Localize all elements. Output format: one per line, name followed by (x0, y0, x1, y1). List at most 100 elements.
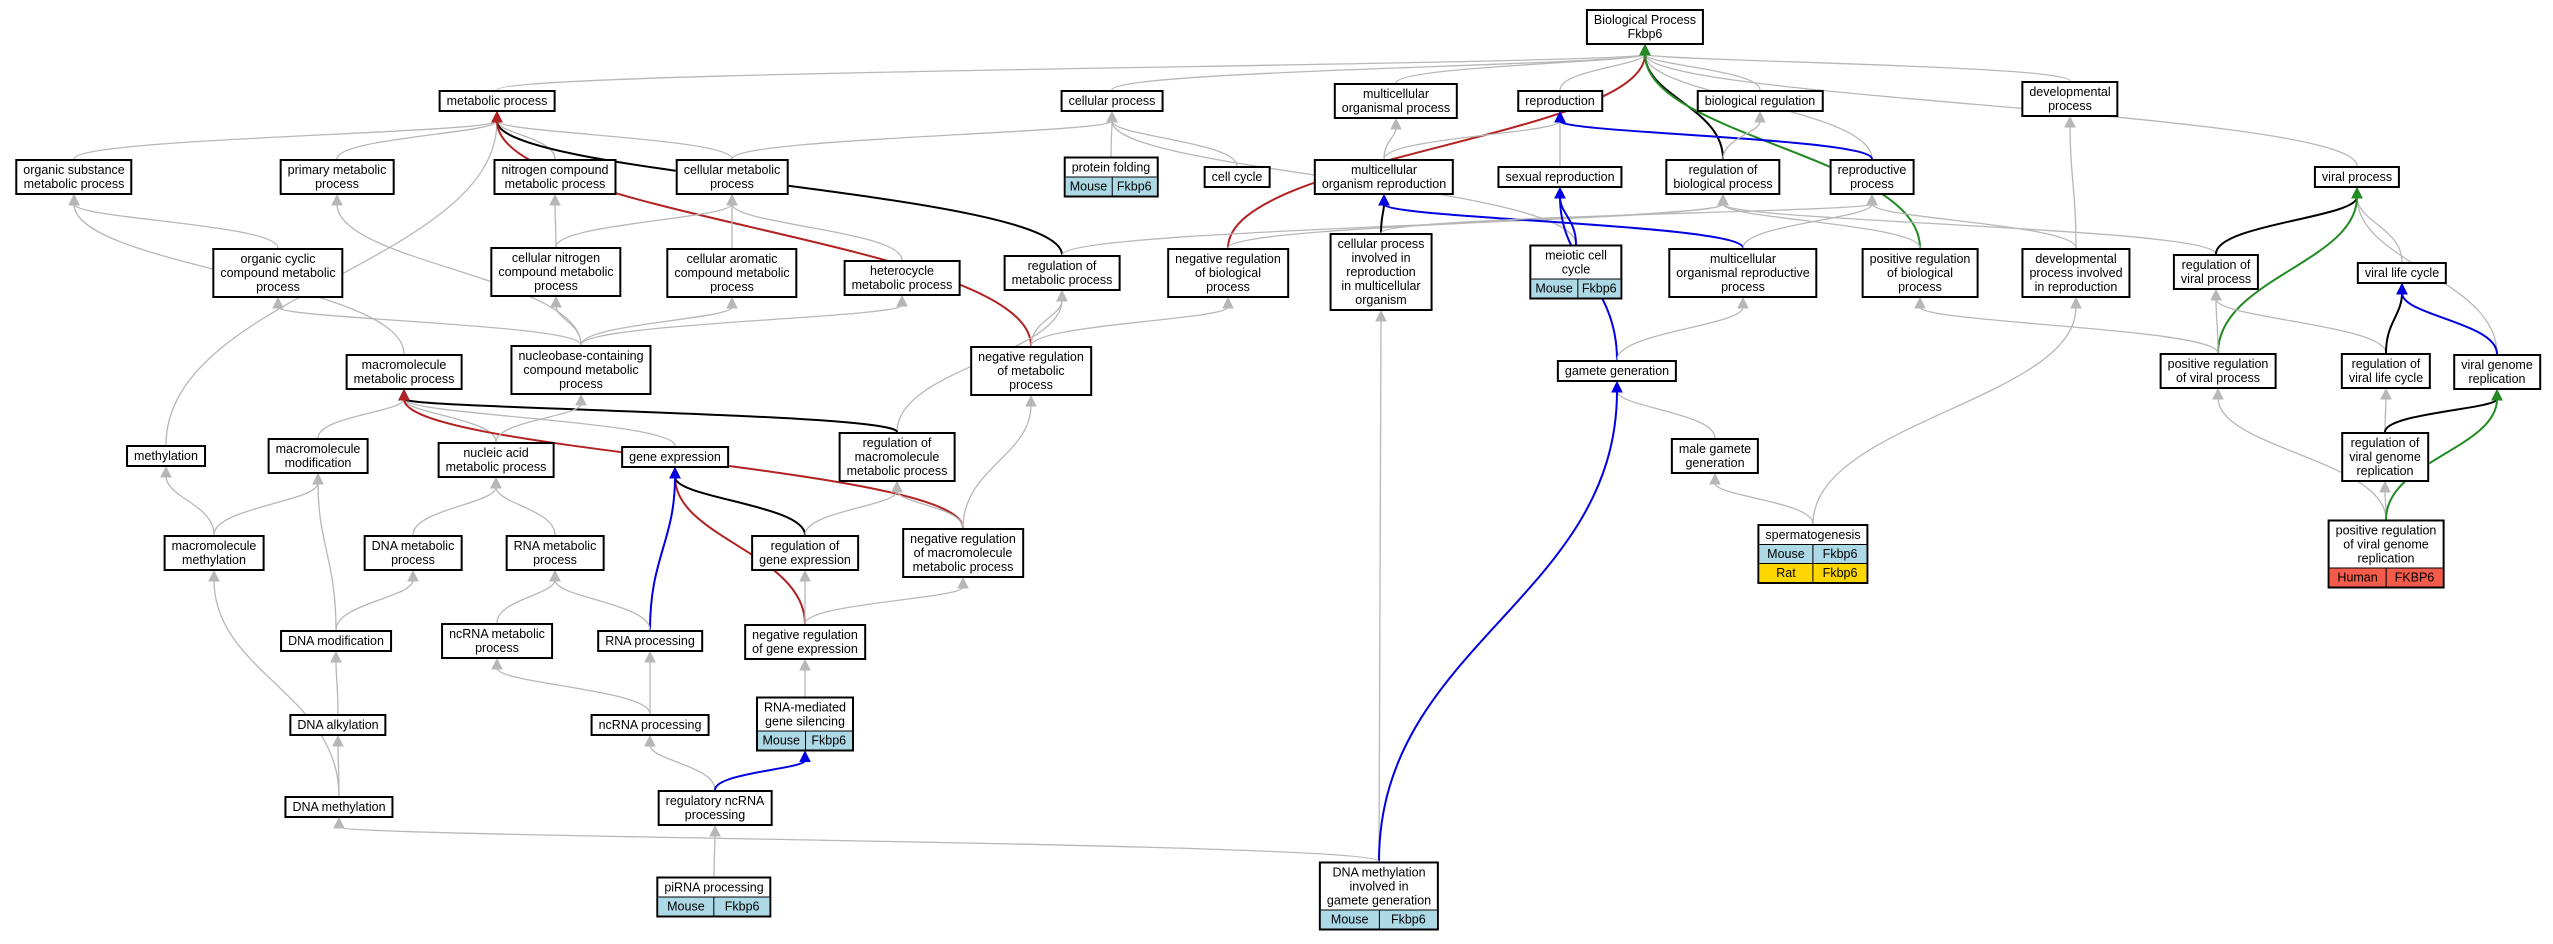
edge-nccmp-cncmp (555, 305, 582, 346)
arrowhead (1611, 380, 1623, 393)
edge-cmp-mp (496, 120, 733, 160)
term-node-cp[interactable]: cellular process (1060, 90, 1164, 112)
edge-cpimo-repp (1380, 203, 1873, 234)
term-node-vlc[interactable]: viral life cycle (2356, 262, 2448, 284)
gene-cell: Fkbp6 (1576, 279, 1621, 298)
term-label: methylation (134, 449, 198, 463)
arrowhead (726, 193, 738, 206)
term-node-dnameth[interactable]: DNA methylation (284, 796, 394, 818)
arrowhead (2070, 296, 2082, 309)
term-label: viral life cycle (2364, 266, 2440, 280)
term-node-srep[interactable]: sexual reproduction (1497, 166, 1623, 188)
edge-mgg-gg (1616, 390, 1716, 439)
edge-provp-rovp (2215, 298, 2219, 354)
edge-vgr-vlc (2401, 292, 2498, 355)
term-node-dnaalk[interactable]: DNA alkylation (289, 714, 387, 736)
term-node-cc[interactable]: cell cycle (1203, 166, 1271, 188)
edge-nccmp-hmp (580, 304, 903, 346)
term-label: cellular process (1068, 94, 1156, 108)
arrowhead (2379, 480, 2391, 493)
edge-namp-mmp (403, 398, 497, 443)
term-label: sexual reproduction (1505, 170, 1615, 184)
term-node-rnap[interactable]: RNA processing (597, 630, 703, 652)
edge-sperm-mgg (1714, 482, 1814, 525)
term-label: RNA processing (605, 634, 695, 648)
edge-provp-vp (2217, 196, 2358, 354)
term-node-ge[interactable]: gene expression (621, 446, 729, 468)
term-node-gg[interactable]: gamete generation (1556, 360, 1678, 382)
edge-rncrnap-ncrnap (649, 744, 716, 791)
term-node-rep[interactable]: reproduction (1517, 90, 1603, 112)
edge-rnap-ge (649, 476, 676, 631)
species-cell: Mouse (762, 733, 801, 748)
term-node-mp[interactable]: metabolic process (438, 90, 556, 112)
edge-provgr-vgr (2385, 398, 2498, 520)
term-node-dnamod[interactable]: DNA modification (280, 630, 392, 652)
edge-dnaalk-dnamod (335, 660, 339, 715)
term-node-meth[interactable]: methylation (126, 445, 206, 467)
term-node-ncrnap[interactable]: ncRNA processing (590, 714, 710, 736)
arrowhead (208, 569, 220, 582)
term-label: ncRNA processing (598, 718, 702, 732)
term-node-vp[interactable]: viral process (2313, 166, 2401, 188)
term-node-breg[interactable]: biological regulation (1696, 90, 1824, 112)
edge-dmigg-cpimo (1378, 319, 1382, 862)
